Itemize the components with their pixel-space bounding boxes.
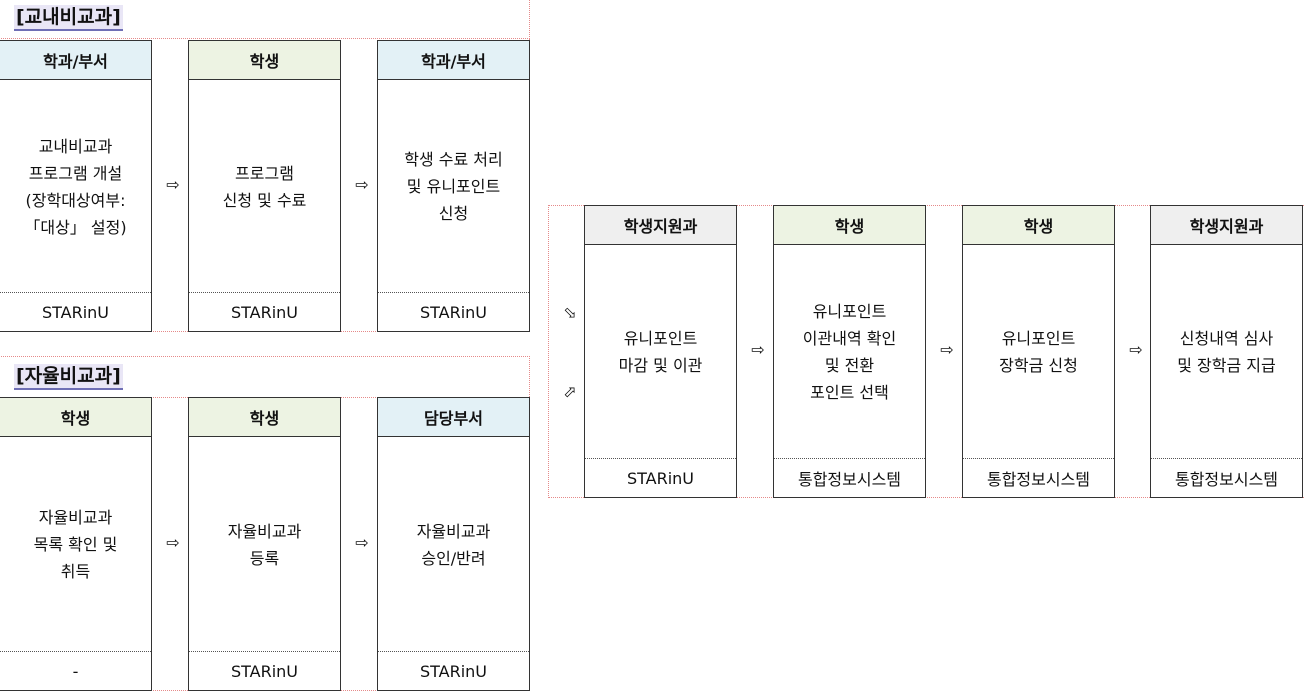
box-body: 자율비교과 승인/반려 <box>416 521 491 568</box>
box-header: 학과/부서 <box>378 41 529 80</box>
box-body: 프로그램 신청 및 수료 <box>222 163 307 210</box>
flow-box-s2-2: 학생 자율비교과 등록 STARinU <box>188 397 341 691</box>
box-body: 신청내역 심사 및 장학금 지급 <box>1177 329 1276 375</box>
section-title-self: [자율비교과] <box>14 364 123 390</box>
box-body: 유니포인트 장학금 신청 <box>999 329 1078 375</box>
box-header: 학생 <box>189 41 340 80</box>
box-body: 교내비교과 프로그램 개설 (장학대상여부: 「대상」 설정) <box>24 136 127 237</box>
box-header: 학과/부서 <box>0 41 151 80</box>
section-title-intra: [교내비교과] <box>14 5 123 31</box>
flow-box-s3-1: 학생지원과 유니포인트 마감 및 이관 STARinU <box>584 205 737 498</box>
box-footer: STARinU <box>378 292 529 331</box>
right-arrow-icon: ⇨ <box>355 533 369 552</box>
flow-box-s1-2: 학생 프로그램 신청 및 수료 STARinU <box>188 40 341 332</box>
flow-box-s3-3: 학생 유니포인트 장학금 신청 통합정보시스템 <box>962 205 1115 498</box>
box-header: 학생지원과 <box>1151 206 1302 245</box>
right-arrow-icon: ⇨ <box>1129 340 1143 359</box>
box-footer: STARinU <box>189 651 340 690</box>
right-arrow-icon: ⇨ <box>355 175 369 194</box>
box-body: 유니포인트 이관내역 확인 및 전환 포인트 선택 <box>802 302 897 402</box>
box-body: 자율비교과 목록 확인 및 취득 <box>33 508 118 581</box>
section-frame-right <box>548 205 1305 498</box>
box-body: 학생 수료 처리 및 유니포인트 신청 <box>404 150 503 223</box>
diagonal-down-arrow-icon: ⬂ <box>563 303 577 322</box>
right-arrow-icon: ⇨ <box>166 175 180 194</box>
flow-box-s1-1: 학과/부서 교내비교과 프로그램 개설 (장학대상여부: 「대상」 설정) ST… <box>0 40 152 332</box>
box-footer: - <box>0 651 151 690</box>
right-arrow-icon: ⇨ <box>940 340 954 359</box>
box-footer: 통합정보시스템 <box>774 458 925 497</box>
flow-box-s1-3: 학과/부서 학생 수료 처리 및 유니포인트 신청 STARinU <box>377 40 530 332</box>
box-header: 학생 <box>189 398 340 437</box>
box-footer: STARinU <box>585 458 736 497</box>
box-footer: STARinU <box>378 651 529 690</box>
flow-box-s3-4: 학생지원과 신청내역 심사 및 장학금 지급 통합정보시스템 <box>1150 205 1303 498</box>
box-footer: 통합정보시스템 <box>963 458 1114 497</box>
box-footer: STARinU <box>189 292 340 331</box>
box-footer: 통합정보시스템 <box>1151 458 1302 497</box>
box-header: 담당부서 <box>378 398 529 437</box>
diagonal-up-arrow-icon: ⬀ <box>563 382 577 401</box>
right-arrow-icon: ⇨ <box>166 533 180 552</box>
box-header: 학생 <box>963 206 1114 245</box>
flow-box-s2-1: 학생 자율비교과 목록 확인 및 취득 - <box>0 397 152 691</box>
box-body: 유니포인트 마감 및 이관 <box>618 329 703 375</box>
flow-box-s2-3: 담당부서 자율비교과 승인/반려 STARinU <box>377 397 530 691</box>
box-header: 학생지원과 <box>585 206 736 245</box>
flow-box-s3-2: 학생 유니포인트 이관내역 확인 및 전환 포인트 선택 통합정보시스템 <box>773 205 926 498</box>
box-header: 학생 <box>0 398 151 437</box>
box-footer: STARinU <box>0 292 151 331</box>
box-body: 자율비교과 등록 <box>227 521 302 568</box>
section-frame-self-top <box>0 356 530 397</box>
box-header: 학생 <box>774 206 925 245</box>
right-arrow-icon: ⇨ <box>751 340 765 359</box>
